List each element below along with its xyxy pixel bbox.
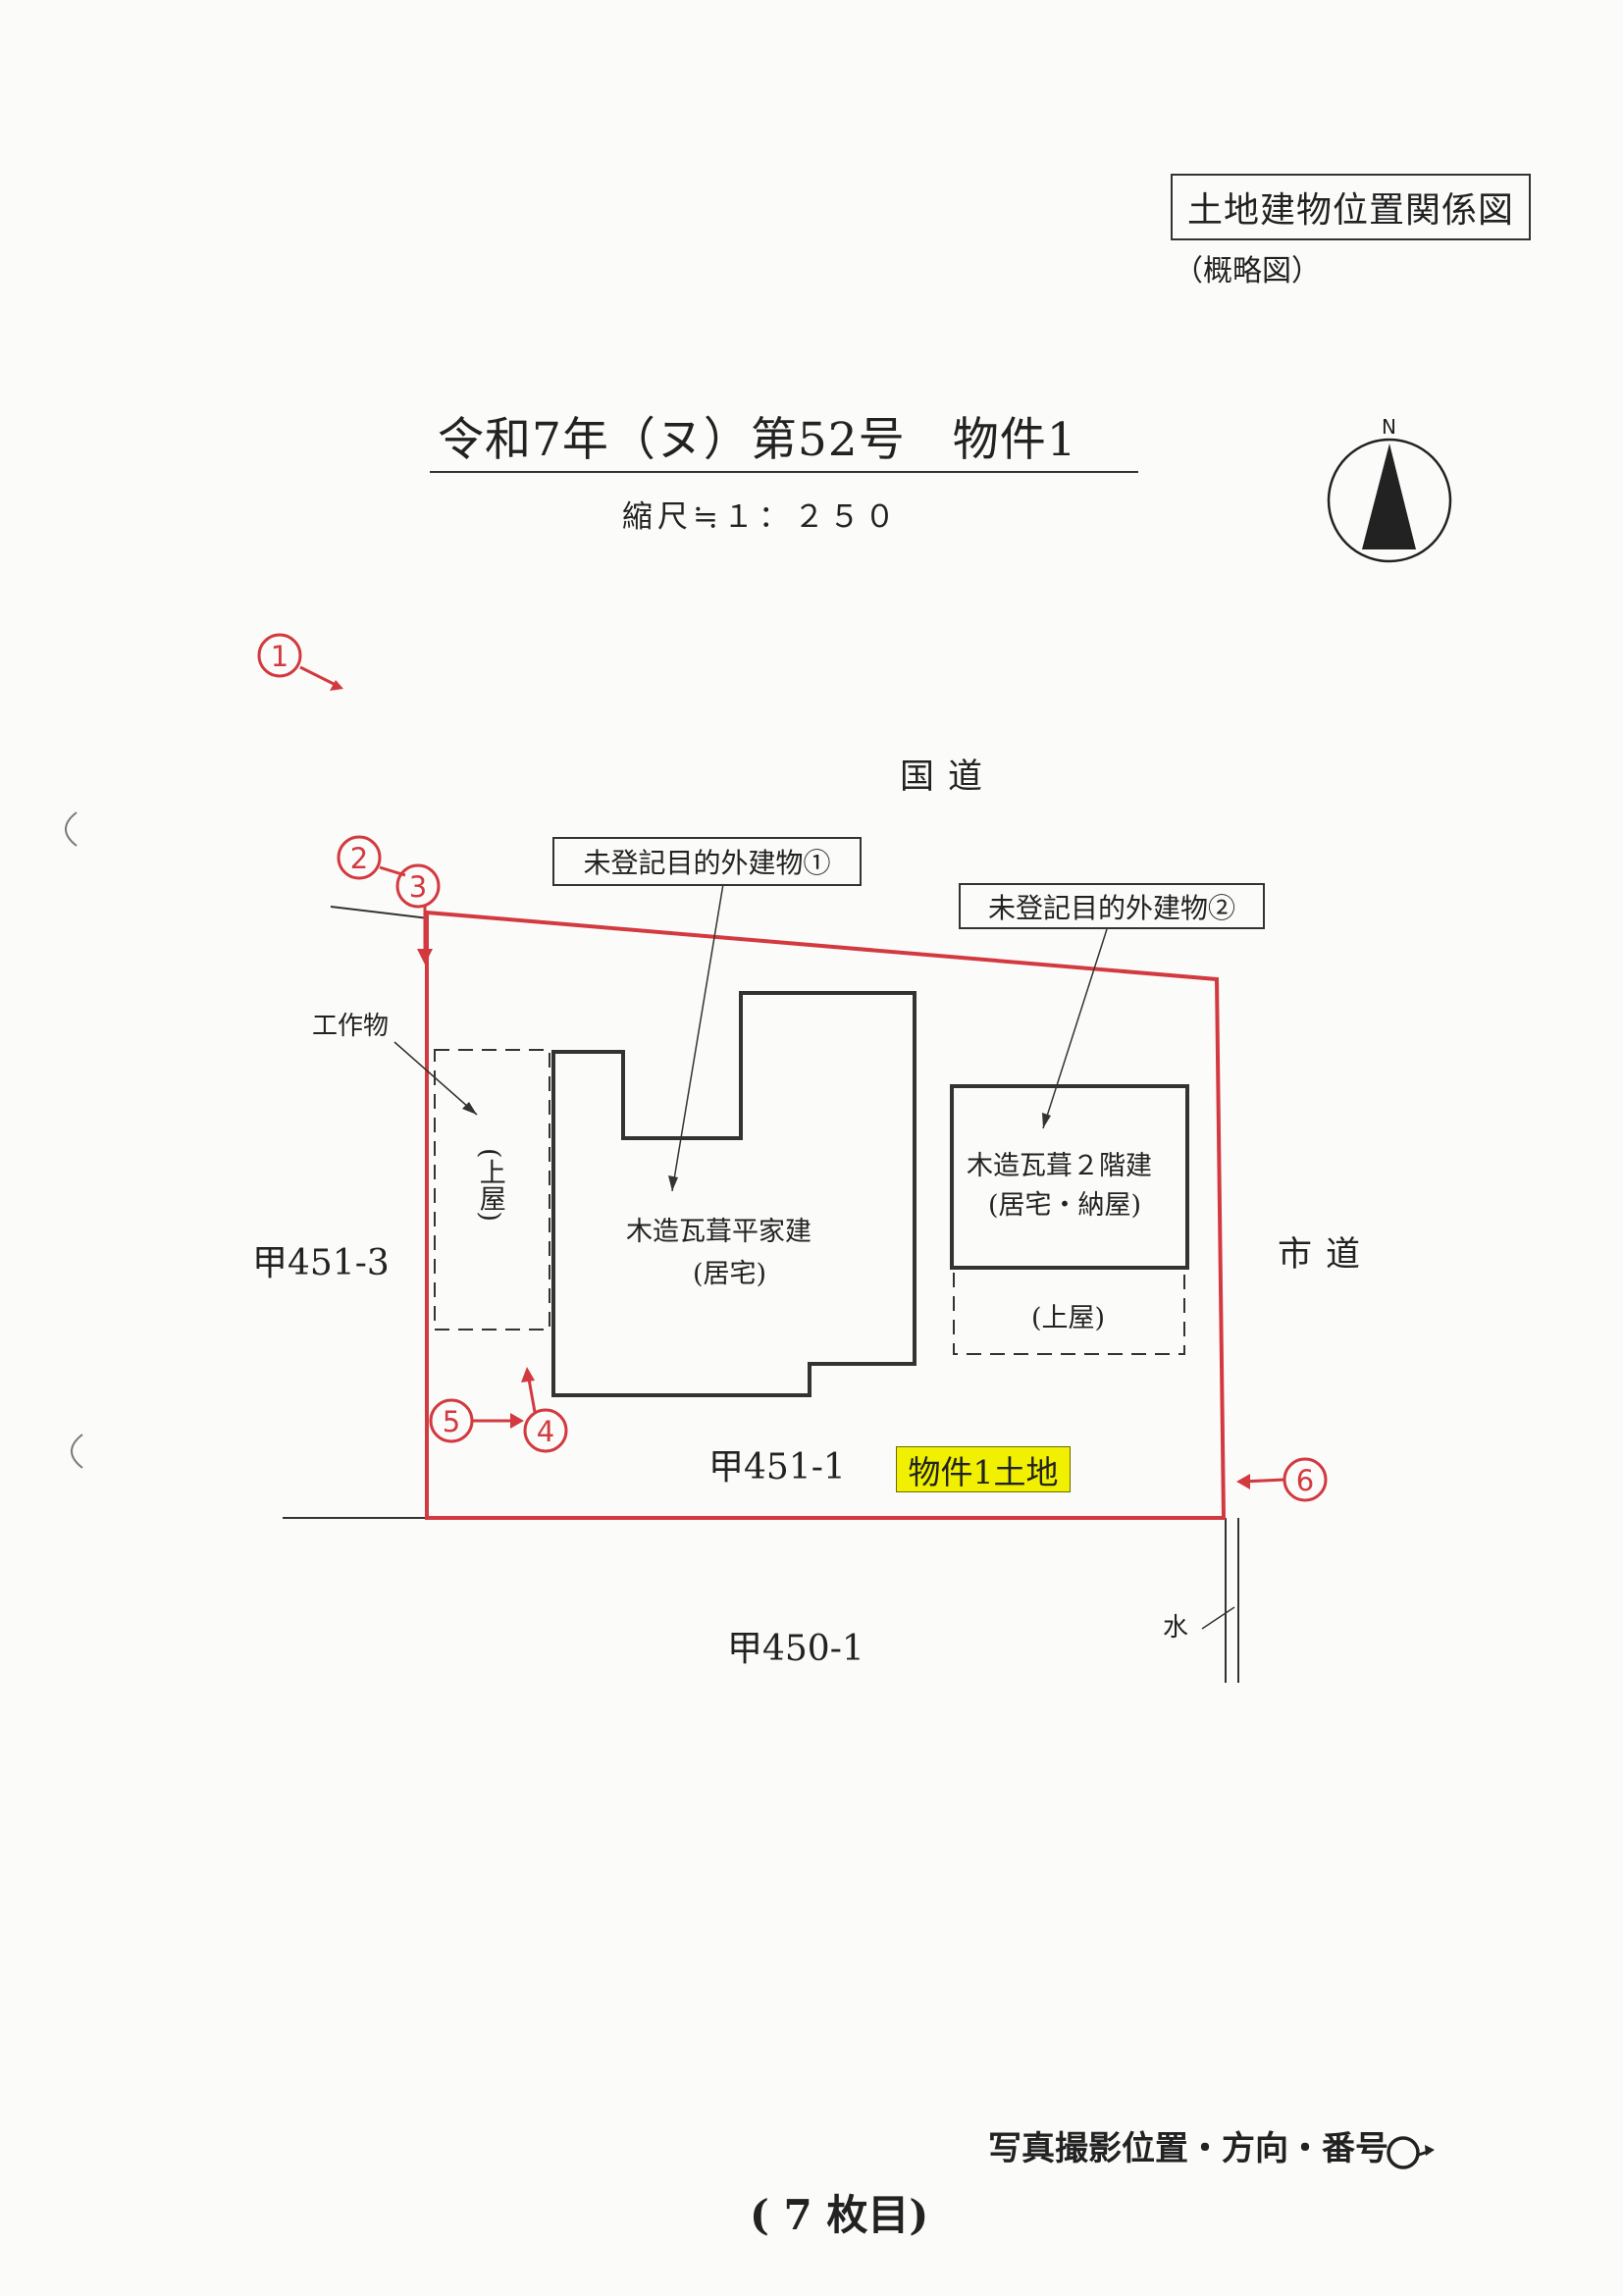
document-title: 土地建物位置関係図 <box>1171 174 1531 240</box>
right-roof-label: (上屋) <box>1031 1303 1106 1333</box>
photo-point-5: 5 <box>429 1398 524 1443</box>
unregistered-building-2-label: 未登記目的外建物② <box>959 883 1265 929</box>
left-roof-label: (上屋) <box>474 1148 505 1223</box>
photo-point-1: 1 <box>257 633 343 691</box>
north-arrow-icon <box>1327 438 1452 563</box>
leader-structure <box>393 1041 478 1116</box>
svg-text:3: 3 <box>409 870 427 904</box>
subject-lot-highlight: 物件1土地 <box>896 1446 1071 1492</box>
unregistered-building-1-label: 未登記目的外建物① <box>552 837 862 886</box>
city-road-label: 市道 <box>1278 1235 1375 1275</box>
main-house-use: (居宅) <box>693 1259 767 1289</box>
punch-mark-bottom <box>71 1434 83 1469</box>
svg-text:1: 1 <box>271 640 288 673</box>
svg-text:5: 5 <box>443 1405 460 1438</box>
lot-main-label: 甲451-1 <box>708 1447 846 1487</box>
sheet-number: ( 7 枚目) <box>750 2191 929 2239</box>
lot-west-label: 甲451-3 <box>252 1243 390 1283</box>
north-letter: N <box>1382 415 1396 439</box>
photo-point-4: 4 <box>521 1367 568 1453</box>
lot-south-label: 甲450-1 <box>727 1629 864 1669</box>
svg-text:2: 2 <box>350 842 368 875</box>
left-roof-outline <box>434 1049 550 1331</box>
punch-mark-top <box>65 811 78 847</box>
two-storey-use: (居宅・納屋) <box>988 1190 1142 1221</box>
photo-legend: 写真撮影位置・方向・番号 <box>988 2129 1388 2168</box>
north-neighbor-line <box>330 906 430 919</box>
photo-marker-legend-icon <box>1387 2136 1435 2169</box>
photo-point-6: 6 <box>1236 1457 1328 1502</box>
photo-point-3: 3 <box>395 863 441 965</box>
case-title: 令和7年（ヌ）第52号 物件1 <box>438 413 1077 467</box>
main-house-type: 木造瓦葺平家建 <box>626 1217 812 1247</box>
scale-label: 縮尺≒１：２５０ <box>622 499 900 535</box>
main-house-outline <box>551 991 916 1397</box>
national-road-label: 国道 <box>900 757 997 797</box>
leader-unregistered-1 <box>671 883 724 1192</box>
structure-label: 工作物 <box>312 1012 390 1041</box>
document-subtitle: （概略図） <box>1174 254 1321 288</box>
lot-boundary <box>425 910 1227 1520</box>
water-label: 水 <box>1163 1613 1189 1643</box>
leader-unregistered-2 <box>1042 928 1108 1129</box>
svg-text:6: 6 <box>1296 1464 1314 1497</box>
water-leader-line <box>1201 1606 1235 1630</box>
two-storey-outline <box>950 1084 1189 1270</box>
two-storey-type: 木造瓦葺２階建 <box>967 1151 1152 1181</box>
right-roof-outline <box>953 1273 1185 1355</box>
svg-text:4: 4 <box>537 1415 554 1448</box>
photo-point-2: 2 <box>337 835 406 880</box>
